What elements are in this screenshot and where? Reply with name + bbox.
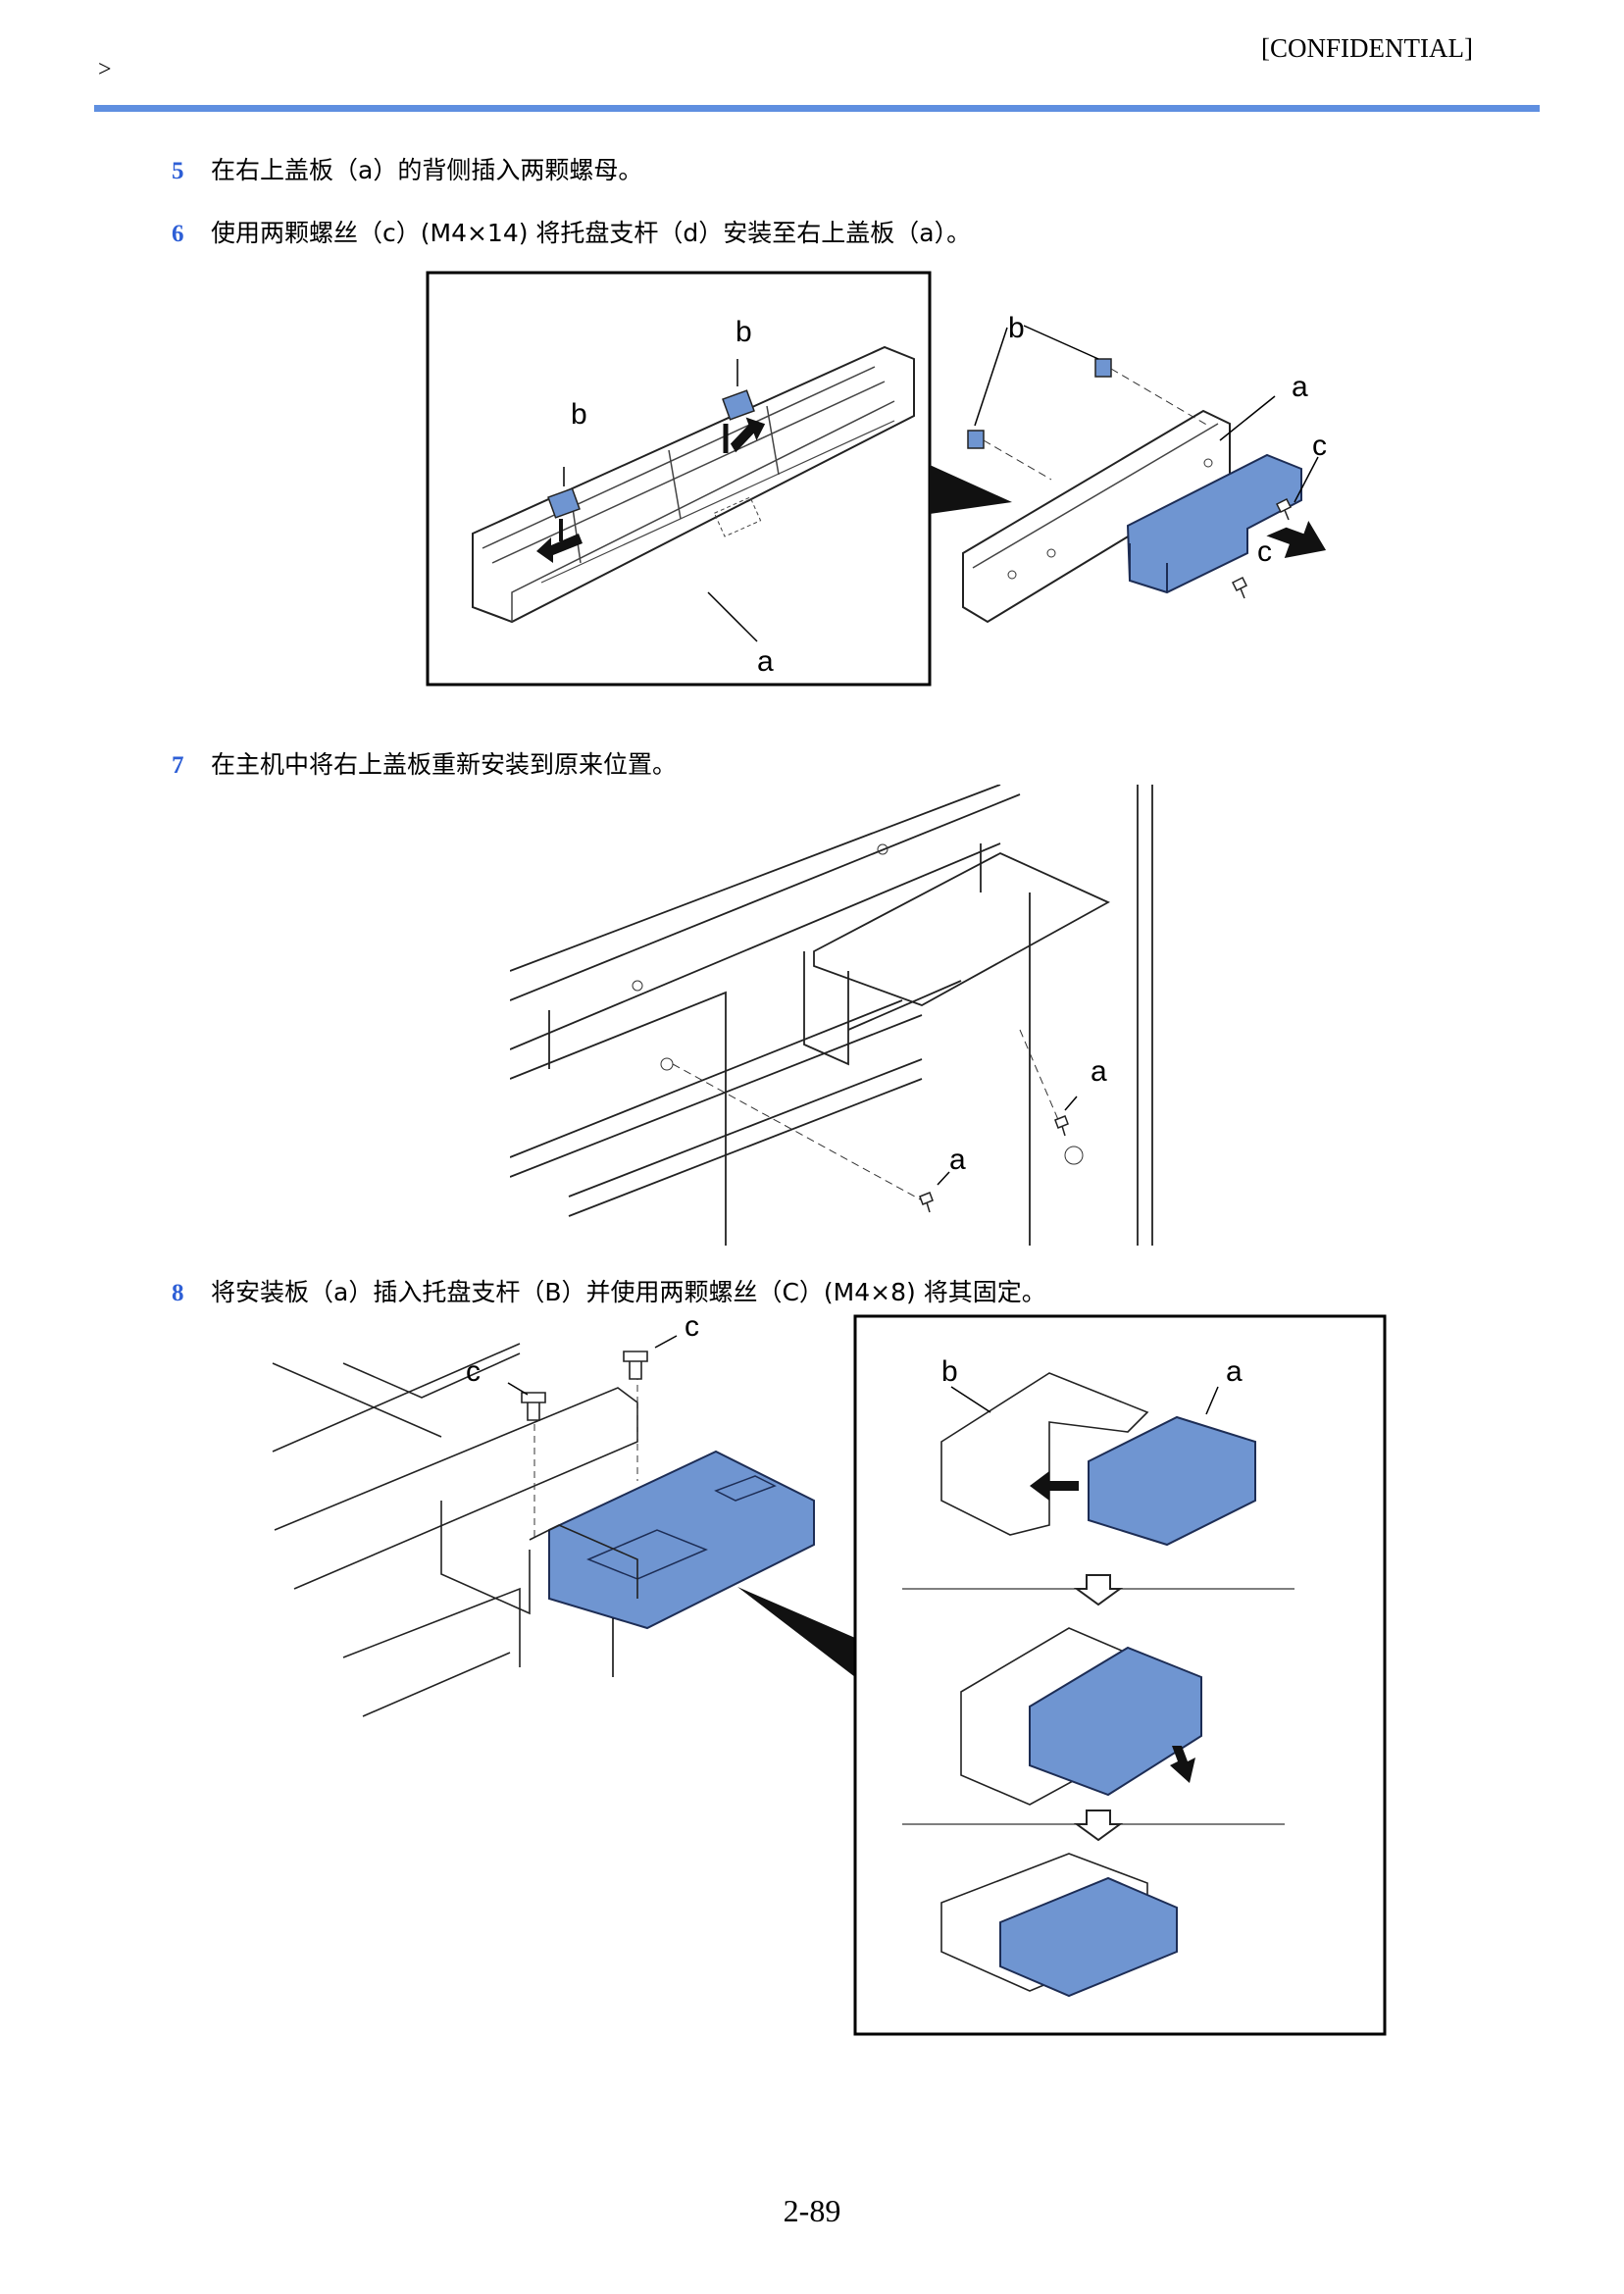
screw-icon [919,1192,934,1213]
screw-icon [623,1351,648,1380]
label-a: a [1226,1355,1243,1388]
screw-icon [1275,497,1293,521]
nut-icon [547,487,581,519]
nav-mark: > [98,57,112,82]
mounting-plate [999,1876,1178,1998]
step-number: 6 [172,221,184,247]
mounting-plate [1088,1415,1256,1547]
label-b: b [941,1355,958,1388]
page-number: 2-89 [783,2193,841,2228]
figure-1-main: b a c c [962,312,1327,624]
step-8: 8 将安装板（a）插入托盘支杆（B）并使用两颗螺丝（C）(M4×8) 将其固定。 [172,1273,1046,1308]
screw-icon [1054,1115,1069,1137]
screw-icon [1231,576,1248,599]
step-text: 使用两颗螺丝（c）(M4×14) 将托盘支杆（d）安装至右上盖板（a）。 [211,219,972,247]
step-number: 7 [172,752,184,779]
figure-3-inset: b a [853,1314,1387,2036]
down-arrow-icon [1073,1574,1124,1606]
label-a: a [757,645,774,678]
confidential-label: [CONFIDENTIAL] [1261,33,1473,63]
callout-pointer [737,1587,855,1677]
tray-bracket [1126,453,1302,594]
down-arrow-icon [1073,1810,1124,1842]
step-6: 6 使用两颗螺丝（c）(M4×14) 将托盘支杆（d）安装至右上盖板（a）。 [172,214,971,249]
label-b: b [1008,312,1025,344]
step-number: 5 [172,158,184,184]
nut-icon [722,389,755,421]
label-a: a [949,1144,966,1176]
step-7: 7 在主机中将右上盖板重新安装到原来位置。 [172,745,677,781]
nut-icon [1094,358,1112,378]
nut-icon [967,430,985,449]
label-c: c [1257,535,1272,568]
direction-arrow [1030,1471,1079,1501]
callout-pointer [930,465,1012,514]
label-c: c [1312,430,1327,462]
header-rule [94,105,1540,112]
label-c: c [685,1310,699,1343]
label-c: c [466,1355,481,1388]
figure-2: a a [510,785,1157,1246]
direction-arrow [1266,521,1327,558]
step-text: 在主机中将右上盖板重新安装到原来位置。 [211,750,678,779]
step-5: 5 在右上盖板（a）的背侧插入两颗螺母。 [172,151,642,186]
direction-arrow [1170,1746,1195,1783]
step-number: 8 [172,1280,184,1306]
label-a: a [1091,1055,1107,1088]
figure-1: b b a [424,269,1365,690]
figure-3: c c b a [265,1304,1393,2040]
step-text: 在右上盖板（a）的背侧插入两颗螺母。 [211,156,643,184]
mounting-plate [1029,1646,1202,1797]
label-b: b [571,398,587,431]
label-a: a [1292,371,1308,403]
step-text: 将安装板（a）插入托盘支杆（B）并使用两颗螺丝（C）(M4×8) 将其固定。 [211,1278,1046,1306]
label-b: b [736,316,752,348]
screw-icon [521,1392,546,1421]
figure-1-inset: b b a [426,271,932,687]
figure-3-main: c c [272,1310,815,1717]
